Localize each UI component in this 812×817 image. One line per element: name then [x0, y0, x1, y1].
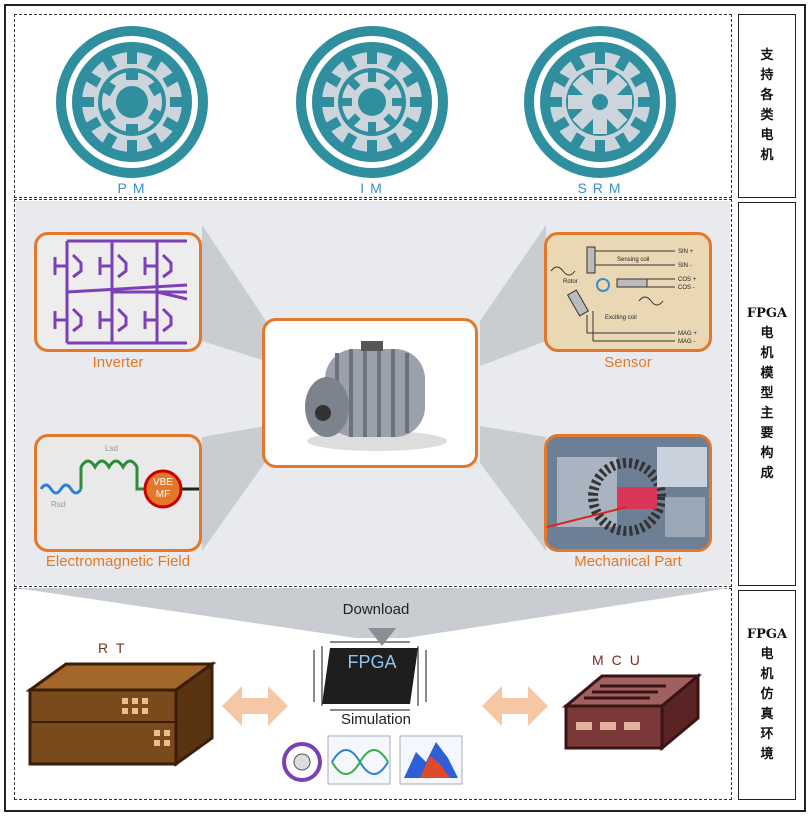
em-circuit-icon: VBE MF Lsd Rsd: [39, 444, 199, 509]
sensor-label: Sensor: [604, 354, 652, 371]
sensor-text-sensing: Sensing coil: [617, 257, 649, 263]
side-label-top: 支 持 各 类 电 机: [738, 14, 796, 198]
motor-types-section: [14, 14, 732, 198]
sensor-card: Rotor Sensing coil Exciting coil SIN + S…: [544, 232, 712, 352]
fpga-chip-icon: [313, 641, 427, 711]
rt-fpga-arrow-icon: [222, 686, 288, 726]
motor-label-pm: PM: [117, 180, 151, 196]
simulation-label: Simulation: [340, 711, 412, 728]
inverter-card: [34, 232, 202, 352]
em-field-label: Electromagnetic Field: [45, 553, 191, 570]
em-inductor-label: Lsd: [105, 444, 118, 453]
mechanical-part-icon: [547, 437, 709, 549]
im-motor-icon: [296, 26, 448, 178]
em-resistor-label: Rsd: [51, 500, 65, 509]
mechanical-label: Mechanical Part: [574, 553, 682, 570]
motor-label-srm: SRM: [577, 180, 627, 196]
simulation-plots-icon: [282, 735, 463, 785]
sensor-signal: MAG +: [678, 331, 697, 337]
download-label: Download: [342, 601, 410, 618]
side-label-bottom: FPGA 电 机 仿 真 环 境: [738, 590, 796, 800]
mcu-device-icon: [562, 672, 702, 752]
em-source-line2: MF: [156, 489, 170, 500]
mcu-label: MCU: [592, 652, 648, 668]
sensor-signal: SIN -: [678, 263, 692, 269]
connector-wedges: [202, 225, 546, 551]
fpga-mcu-arrow-icon: [482, 686, 548, 726]
mechanical-card: [544, 434, 712, 552]
sensor-text-rotor: Rotor: [563, 279, 578, 285]
sensor-signal: COS +: [678, 277, 697, 283]
em-field-card: VBE MF Lsd Rsd: [34, 434, 202, 552]
rt-label: RT: [98, 640, 133, 656]
rt-device-icon: [26, 661, 216, 767]
sensor-text-exciting: Exciting coil: [605, 315, 637, 321]
motor-photo-card: [262, 318, 478, 468]
srm-motor-icon: [524, 26, 676, 178]
pm-motor-icon: [56, 26, 208, 178]
sensor-signal: MAG -: [678, 339, 695, 345]
inverter-label: Inverter: [92, 354, 144, 371]
em-source-line1: VBE: [153, 477, 173, 488]
download-funnel: [16, 588, 730, 646]
side-label-middle: FPGA 电 机 模 型 主 要 构 成: [738, 202, 796, 586]
sensor-signal: SIN +: [678, 249, 694, 255]
inverter-circuit-icon: [53, 239, 188, 345]
motor-label-im: IM: [360, 180, 388, 196]
fpga-label: FPGA: [347, 652, 397, 672]
outer-frame: [4, 4, 806, 812]
sensor-signal: COS -: [678, 285, 695, 291]
model-components-section: [14, 199, 732, 587]
motor-photo-icon: [305, 341, 447, 451]
resolver-sensor-icon: Rotor Sensing coil Exciting coil SIN + S…: [550, 246, 697, 345]
